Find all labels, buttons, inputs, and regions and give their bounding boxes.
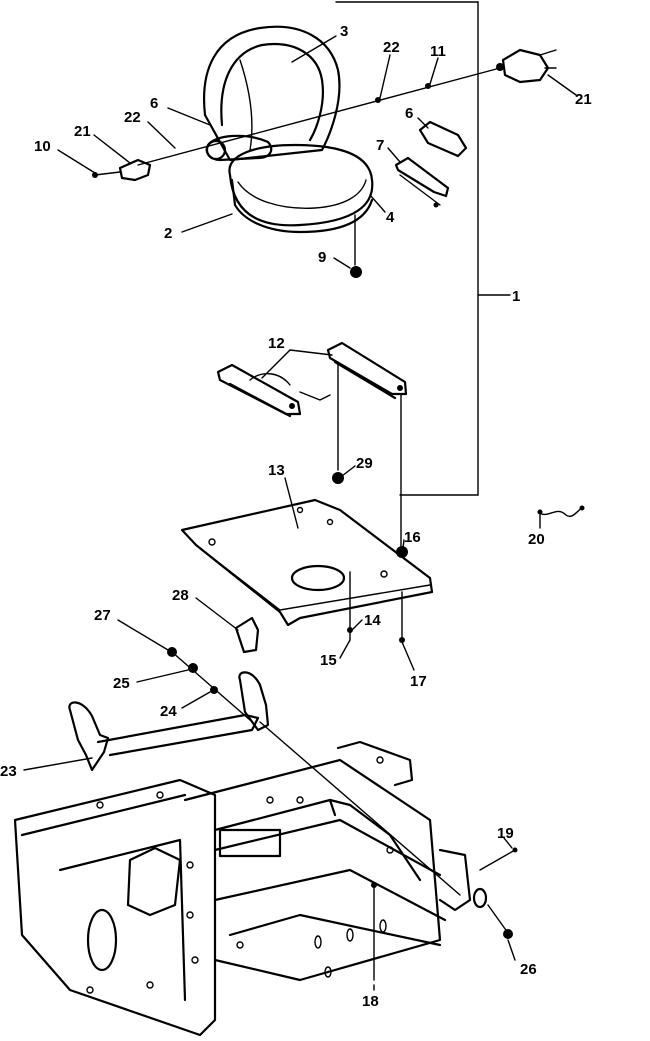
tractor-frame bbox=[13, 740, 518, 1037]
callout-29: 29 bbox=[356, 455, 373, 472]
callout-26: 26 bbox=[520, 961, 537, 978]
pedal-linkage bbox=[68, 647, 461, 896]
callout-3: 3 bbox=[340, 23, 348, 40]
callout-13: 13 bbox=[268, 462, 285, 479]
seat-slide-rails bbox=[216, 341, 408, 549]
callout-14: 14 bbox=[364, 612, 381, 629]
callout-1: 1 bbox=[512, 288, 520, 305]
callout-25: 25 bbox=[113, 675, 130, 692]
seat-switch-harness bbox=[92, 48, 557, 182]
callout-9: 9 bbox=[318, 249, 326, 266]
assembly-bracket bbox=[335, 1, 511, 496]
callout-6-b: 6 bbox=[405, 105, 413, 122]
callout-21-b: 21 bbox=[575, 91, 592, 108]
callout-19: 19 bbox=[497, 825, 514, 842]
part-7-lever bbox=[394, 156, 450, 208]
callout-6-a: 6 bbox=[150, 95, 158, 112]
callout-labels: 1 2 3 4 6 6 7 9 10 11 12 13 14 15 16 17 … bbox=[0, 23, 592, 1010]
callout-22-b: 22 bbox=[124, 109, 141, 126]
callout-20: 20 bbox=[528, 531, 545, 548]
part-6-pad bbox=[418, 120, 468, 158]
part-28-spacer bbox=[234, 616, 260, 654]
callout-16: 16 bbox=[404, 529, 421, 546]
callout-4: 4 bbox=[386, 209, 395, 226]
callout-10: 10 bbox=[34, 138, 51, 155]
callout-2: 2 bbox=[164, 225, 172, 242]
leader-lines bbox=[23, 35, 577, 991]
callout-12: 12 bbox=[268, 335, 285, 352]
callout-24: 24 bbox=[160, 703, 177, 720]
callout-23: 23 bbox=[0, 763, 17, 780]
callout-7: 7 bbox=[376, 137, 384, 154]
callout-18: 18 bbox=[362, 993, 379, 1010]
seat-assembly bbox=[203, 25, 374, 278]
callout-21-a: 21 bbox=[74, 123, 91, 140]
part-20-wire bbox=[537, 505, 585, 517]
callout-22-a: 22 bbox=[383, 39, 400, 56]
callout-28: 28 bbox=[172, 587, 189, 604]
callout-27: 27 bbox=[94, 607, 111, 624]
callout-15: 15 bbox=[320, 652, 337, 669]
callout-11: 11 bbox=[430, 43, 446, 60]
seat-mounting-plate bbox=[180, 472, 434, 643]
callout-17: 17 bbox=[410, 673, 427, 690]
